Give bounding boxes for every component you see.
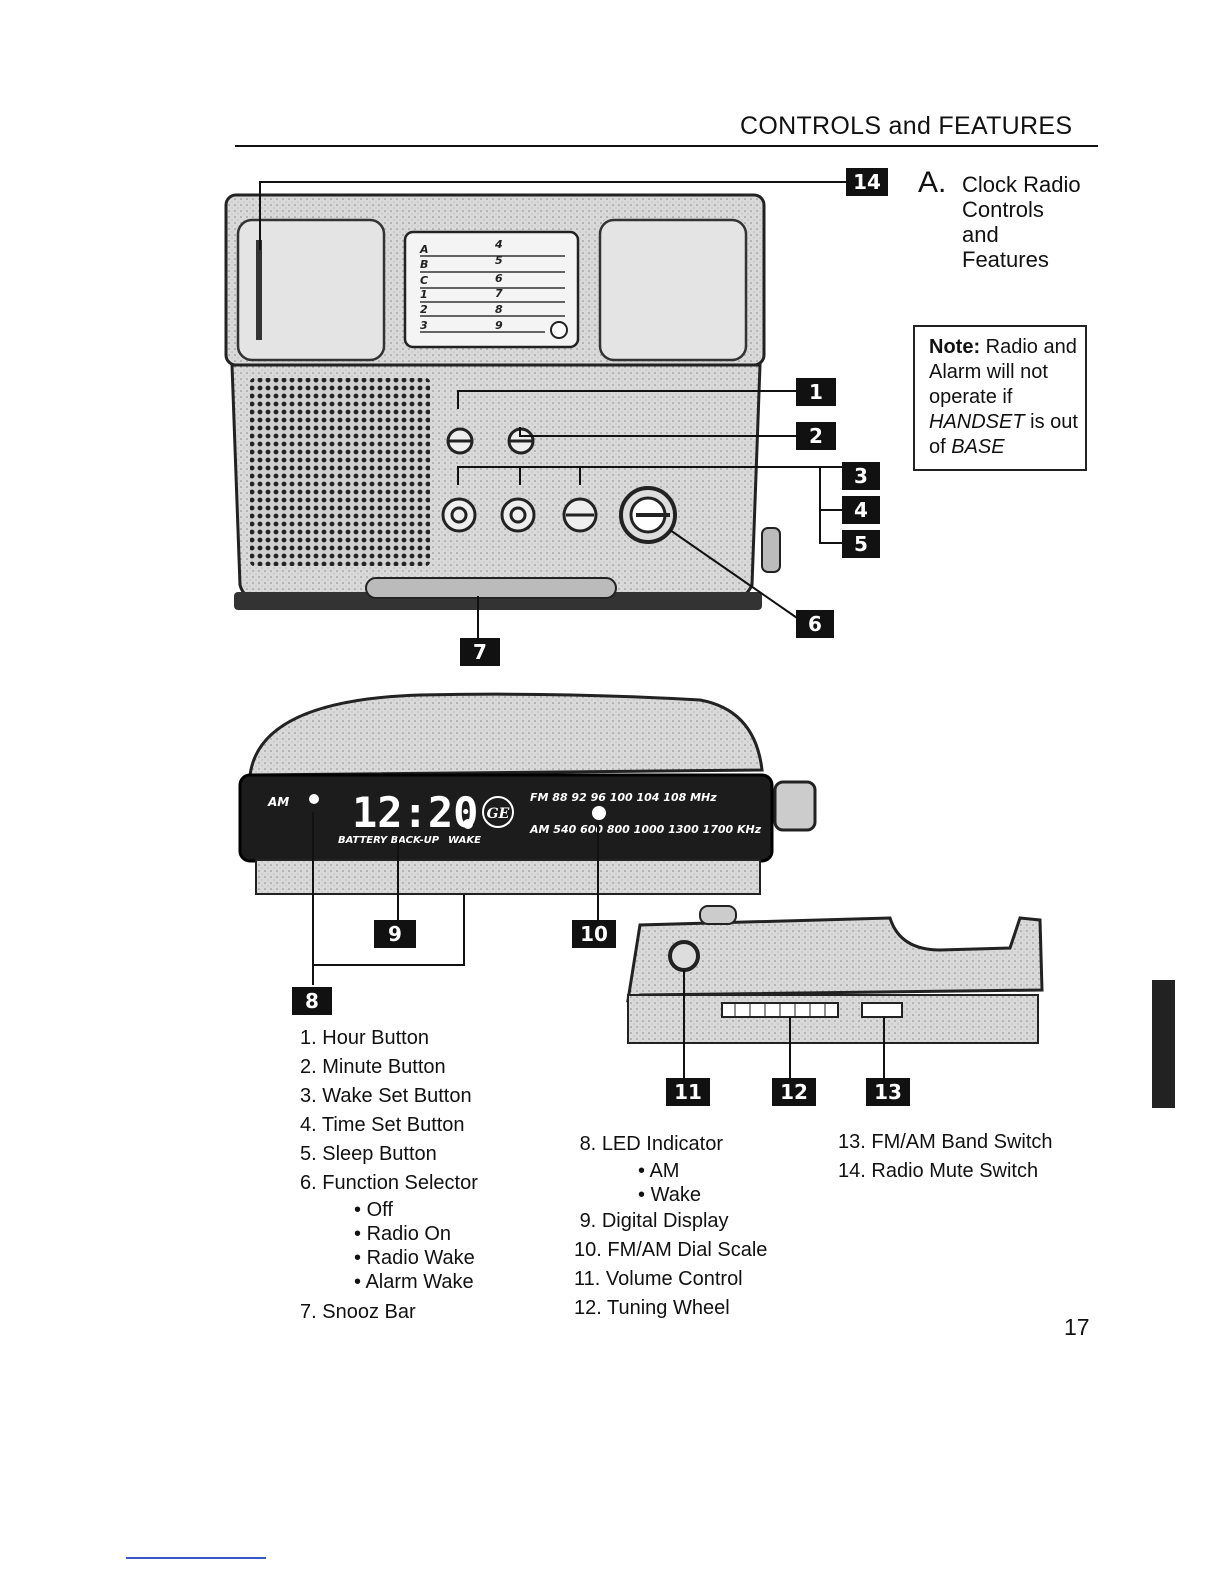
list-item: 3. Wake Set Button <box>300 1085 472 1107</box>
section-title-line: Features <box>962 247 1049 272</box>
preset-card: A B C 1 2 3 4 5 6 7 8 9 <box>403 230 580 349</box>
callout-tag-2: 2 <box>796 422 836 450</box>
list-item: 9. Digital Display <box>579 1210 729 1232</box>
callout-tag-5: 5 <box>842 530 880 558</box>
ge-logo-icon <box>482 796 514 828</box>
preset-label: B <box>420 258 428 271</box>
preset-label: 8 <box>495 303 503 316</box>
side-view-radio <box>626 905 1044 1044</box>
list-subitem: • Off <box>354 1199 393 1221</box>
list-item: 6. Function Selector <box>300 1172 478 1194</box>
fm-scale: FM 88 92 96 100 104 108 MHz <box>530 791 717 804</box>
section-title-line: Clock Radio <box>962 172 1081 197</box>
preset-label: C <box>420 274 428 287</box>
list-item: 7. Snooz Bar <box>300 1301 416 1323</box>
wake-led-icon <box>463 819 473 829</box>
list-subitem: • AM <box>638 1160 680 1182</box>
list-subitem: • Radio On <box>354 1223 452 1245</box>
list-item: 4. Time Set Button <box>300 1114 465 1136</box>
list-item: 8. LED Indicator <box>579 1133 723 1155</box>
section-title-line: Controls <box>962 197 1044 222</box>
list-item: 14. Radio Mute Switch <box>838 1160 1039 1182</box>
volume-control-icon <box>668 940 700 972</box>
battery-backup-label: BATTERY BACK-UP <box>338 835 440 846</box>
page-title: CONTROLS and FEATURES <box>740 112 1073 140</box>
note-box: Note: Radio and Alarm will not operate i… <box>913 325 1087 471</box>
leader-lines-top <box>259 181 846 640</box>
wake-set-button-icon <box>441 497 477 533</box>
callout-tag-12: 12 <box>772 1078 816 1106</box>
preset-label: A <box>419 243 429 256</box>
callout-tag-4: 4 <box>842 496 880 524</box>
callout-tag-3: 3 <box>842 462 880 490</box>
note-base: BASE <box>951 436 1005 458</box>
preset-label: 4 <box>494 238 503 251</box>
am-indicator-label: AM <box>267 795 289 809</box>
preset-label: 6 <box>495 272 503 285</box>
callout-tag-6: 6 <box>796 610 834 638</box>
tuning-pointer-icon <box>592 806 606 820</box>
callout-tag-9: 9 <box>374 920 416 948</box>
footer-rule <box>126 1557 266 1559</box>
callout-tag-7: 7 <box>460 638 500 666</box>
list-subitem: • Alarm Wake <box>354 1271 474 1293</box>
preset-label: 9 <box>495 319 503 332</box>
section-title: Clock Radio Controls and Features <box>962 172 1112 272</box>
digital-time: 12:20 <box>352 788 478 837</box>
preset-label: 2 <box>420 303 428 316</box>
page-number: 17 <box>1064 1314 1090 1340</box>
legend-column-3: 13. FM/AM Band Switch 14. Radio Mute Swi… <box>838 1128 1053 1186</box>
section-tab-marker <box>1152 980 1175 1108</box>
am-scale: AM 540 600 800 1000 1300 1700 KHz <box>529 823 762 836</box>
list-subitem: • Wake <box>638 1184 701 1206</box>
front-view-radio: AM 12:20 BATTERY BACK-UP WAKE FM 88 92 9… <box>238 692 817 895</box>
list-item: 5. Sleep Button <box>300 1143 437 1165</box>
list-item: 2. Minute Button <box>300 1056 446 1078</box>
section-letter: A. <box>918 166 947 199</box>
list-item: 11. Volume Control <box>574 1268 743 1290</box>
list-item: 1. Hour Button <box>300 1027 429 1049</box>
callout-tag-14: 14 <box>846 168 888 196</box>
list-item: 10. FM/AM Dial Scale <box>574 1239 768 1261</box>
list-subitem: • Radio Wake <box>354 1247 475 1269</box>
section-title-line: and <box>962 222 999 247</box>
note-label: Note: <box>929 336 981 358</box>
legend-column-2: 8. LED Indicator • AM • Wake 9. Digital … <box>574 1130 767 1323</box>
callout-tag-10: 10 <box>572 920 616 948</box>
callout-tag-1: 1 <box>796 378 836 406</box>
am-led-icon <box>309 794 319 804</box>
note-handset: HANDSET <box>929 411 1025 433</box>
ge-logo-text: GE <box>487 806 510 822</box>
list-item: 13. FM/AM Band Switch <box>838 1131 1053 1153</box>
note-text-2: is out of <box>929 411 1078 458</box>
leader-lines-front <box>312 812 599 985</box>
callout-tag-8: 8 <box>292 987 332 1015</box>
preset-label: 5 <box>495 254 503 267</box>
preset-label: 1 <box>420 288 428 301</box>
note-text: Radio and Alarm will not operate if <box>929 336 1077 408</box>
header-rule <box>235 145 1098 147</box>
wake-label: WAKE <box>448 835 481 846</box>
preset-label: 7 <box>495 287 503 300</box>
callout-tag-13: 13 <box>866 1078 910 1106</box>
callout-tag-11: 11 <box>666 1078 710 1106</box>
band-switch-icon <box>861 1002 903 1018</box>
top-view-radio: A B C 1 2 3 4 5 6 7 8 9 <box>224 193 781 610</box>
leader-lines-side <box>683 970 885 1078</box>
legend-column-1: 1. Hour Button 2. Minute Button 3. Wake … <box>300 1024 478 1327</box>
time-set-button-icon <box>500 497 536 533</box>
list-item: 12. Tuning Wheel <box>574 1297 730 1319</box>
preset-label: 3 <box>420 319 428 332</box>
